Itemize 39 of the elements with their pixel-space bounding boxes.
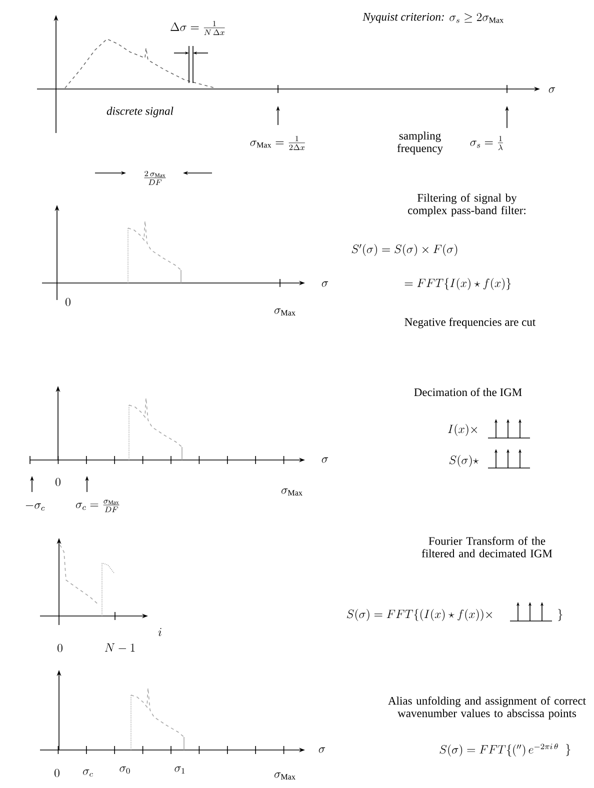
tick-label: $\sigma_c$ bbox=[83, 770, 93, 777]
formula: $\sigma_s \geq 2\sigma_{\mathrm{Max}}$ bbox=[450, 12, 504, 23]
axis-label: $i$ bbox=[158, 628, 162, 636]
formula: $= FFT\{I(x) \star f(x)\}$ bbox=[404, 278, 511, 290]
step-text: Alias unfolding and assignment of correct wavenumber values to abscissa points bbox=[388, 696, 586, 720]
axis-label: $\sigma$ bbox=[322, 281, 328, 287]
axis-caption: discrete signal bbox=[106, 106, 174, 118]
formula: $S(\sigma) = FFT\{('')\, e^{-2\pi i\,\theta}$ bbox=[440, 743, 558, 756]
formula: $\}$ bbox=[558, 609, 562, 621]
step-text: Filtering of signal by complex pass-band filter: bbox=[408, 194, 526, 217]
formula: $\Delta\sigma = \frac{1}{N\,\Delta x}$ bbox=[170, 20, 225, 36]
axis-label: $\sigma$ bbox=[322, 457, 328, 463]
formula: $I(x) \times$ bbox=[448, 424, 478, 436]
tick-label: $\sigma_0$ bbox=[120, 766, 130, 774]
tick-label: $0$ bbox=[66, 298, 70, 306]
tick-label: $\sigma_{\mathrm{Max}}$ bbox=[274, 772, 296, 780]
tick-label: $\sigma_{\mathrm{Max}}$ bbox=[281, 488, 302, 496]
formula: $S(\sigma) = FFT\{(I(x) \star f(x)) \times$ bbox=[346, 609, 492, 622]
tick-label: $\sigma_{\mathrm{Max}}$ bbox=[274, 308, 296, 316]
step-text: Fourier Transform of the filtered and decimated IGM bbox=[422, 536, 552, 558]
formula: $\sigma_c = \frac{\sigma_{\mathrm{Max}}}{DF}$ bbox=[76, 500, 120, 512]
tick-label: $0$ bbox=[54, 768, 60, 778]
note-text: Negative frequencies are cut bbox=[404, 318, 536, 328]
tick-label: $0$ bbox=[56, 478, 60, 486]
step-text: Decimation of the IGM bbox=[414, 388, 522, 396]
formula: $S'(\sigma) = S(\sigma) \times F(\sigma)$ bbox=[352, 244, 458, 256]
tick-label: $0$ bbox=[58, 644, 62, 652]
axis-label: $\sigma$ bbox=[318, 747, 326, 753]
axis-label: $\sigma$ bbox=[548, 87, 556, 93]
tick-label: $N-1$ bbox=[104, 643, 135, 652]
formula: $S(\sigma) \star$ bbox=[449, 455, 479, 468]
formula: $\frac{2\,\sigma_{\mathrm{Max}}}{DF}$ bbox=[144, 170, 166, 186]
formula: $\sigma_{\mathrm{Max}} = \frac{1}{2\Delta x}$ bbox=[250, 136, 305, 150]
tick-label: $\sigma_1$ bbox=[174, 766, 185, 774]
formula: $\sigma_s = \frac{1}{\lambda}$ bbox=[470, 136, 503, 150]
caption-text: sampling frequency bbox=[397, 132, 443, 154]
tick-label: $-\sigma_c$ bbox=[26, 503, 45, 510]
criterion-text: Nyquist criterion: bbox=[362, 12, 444, 24]
formula: $\}$ bbox=[566, 744, 570, 756]
